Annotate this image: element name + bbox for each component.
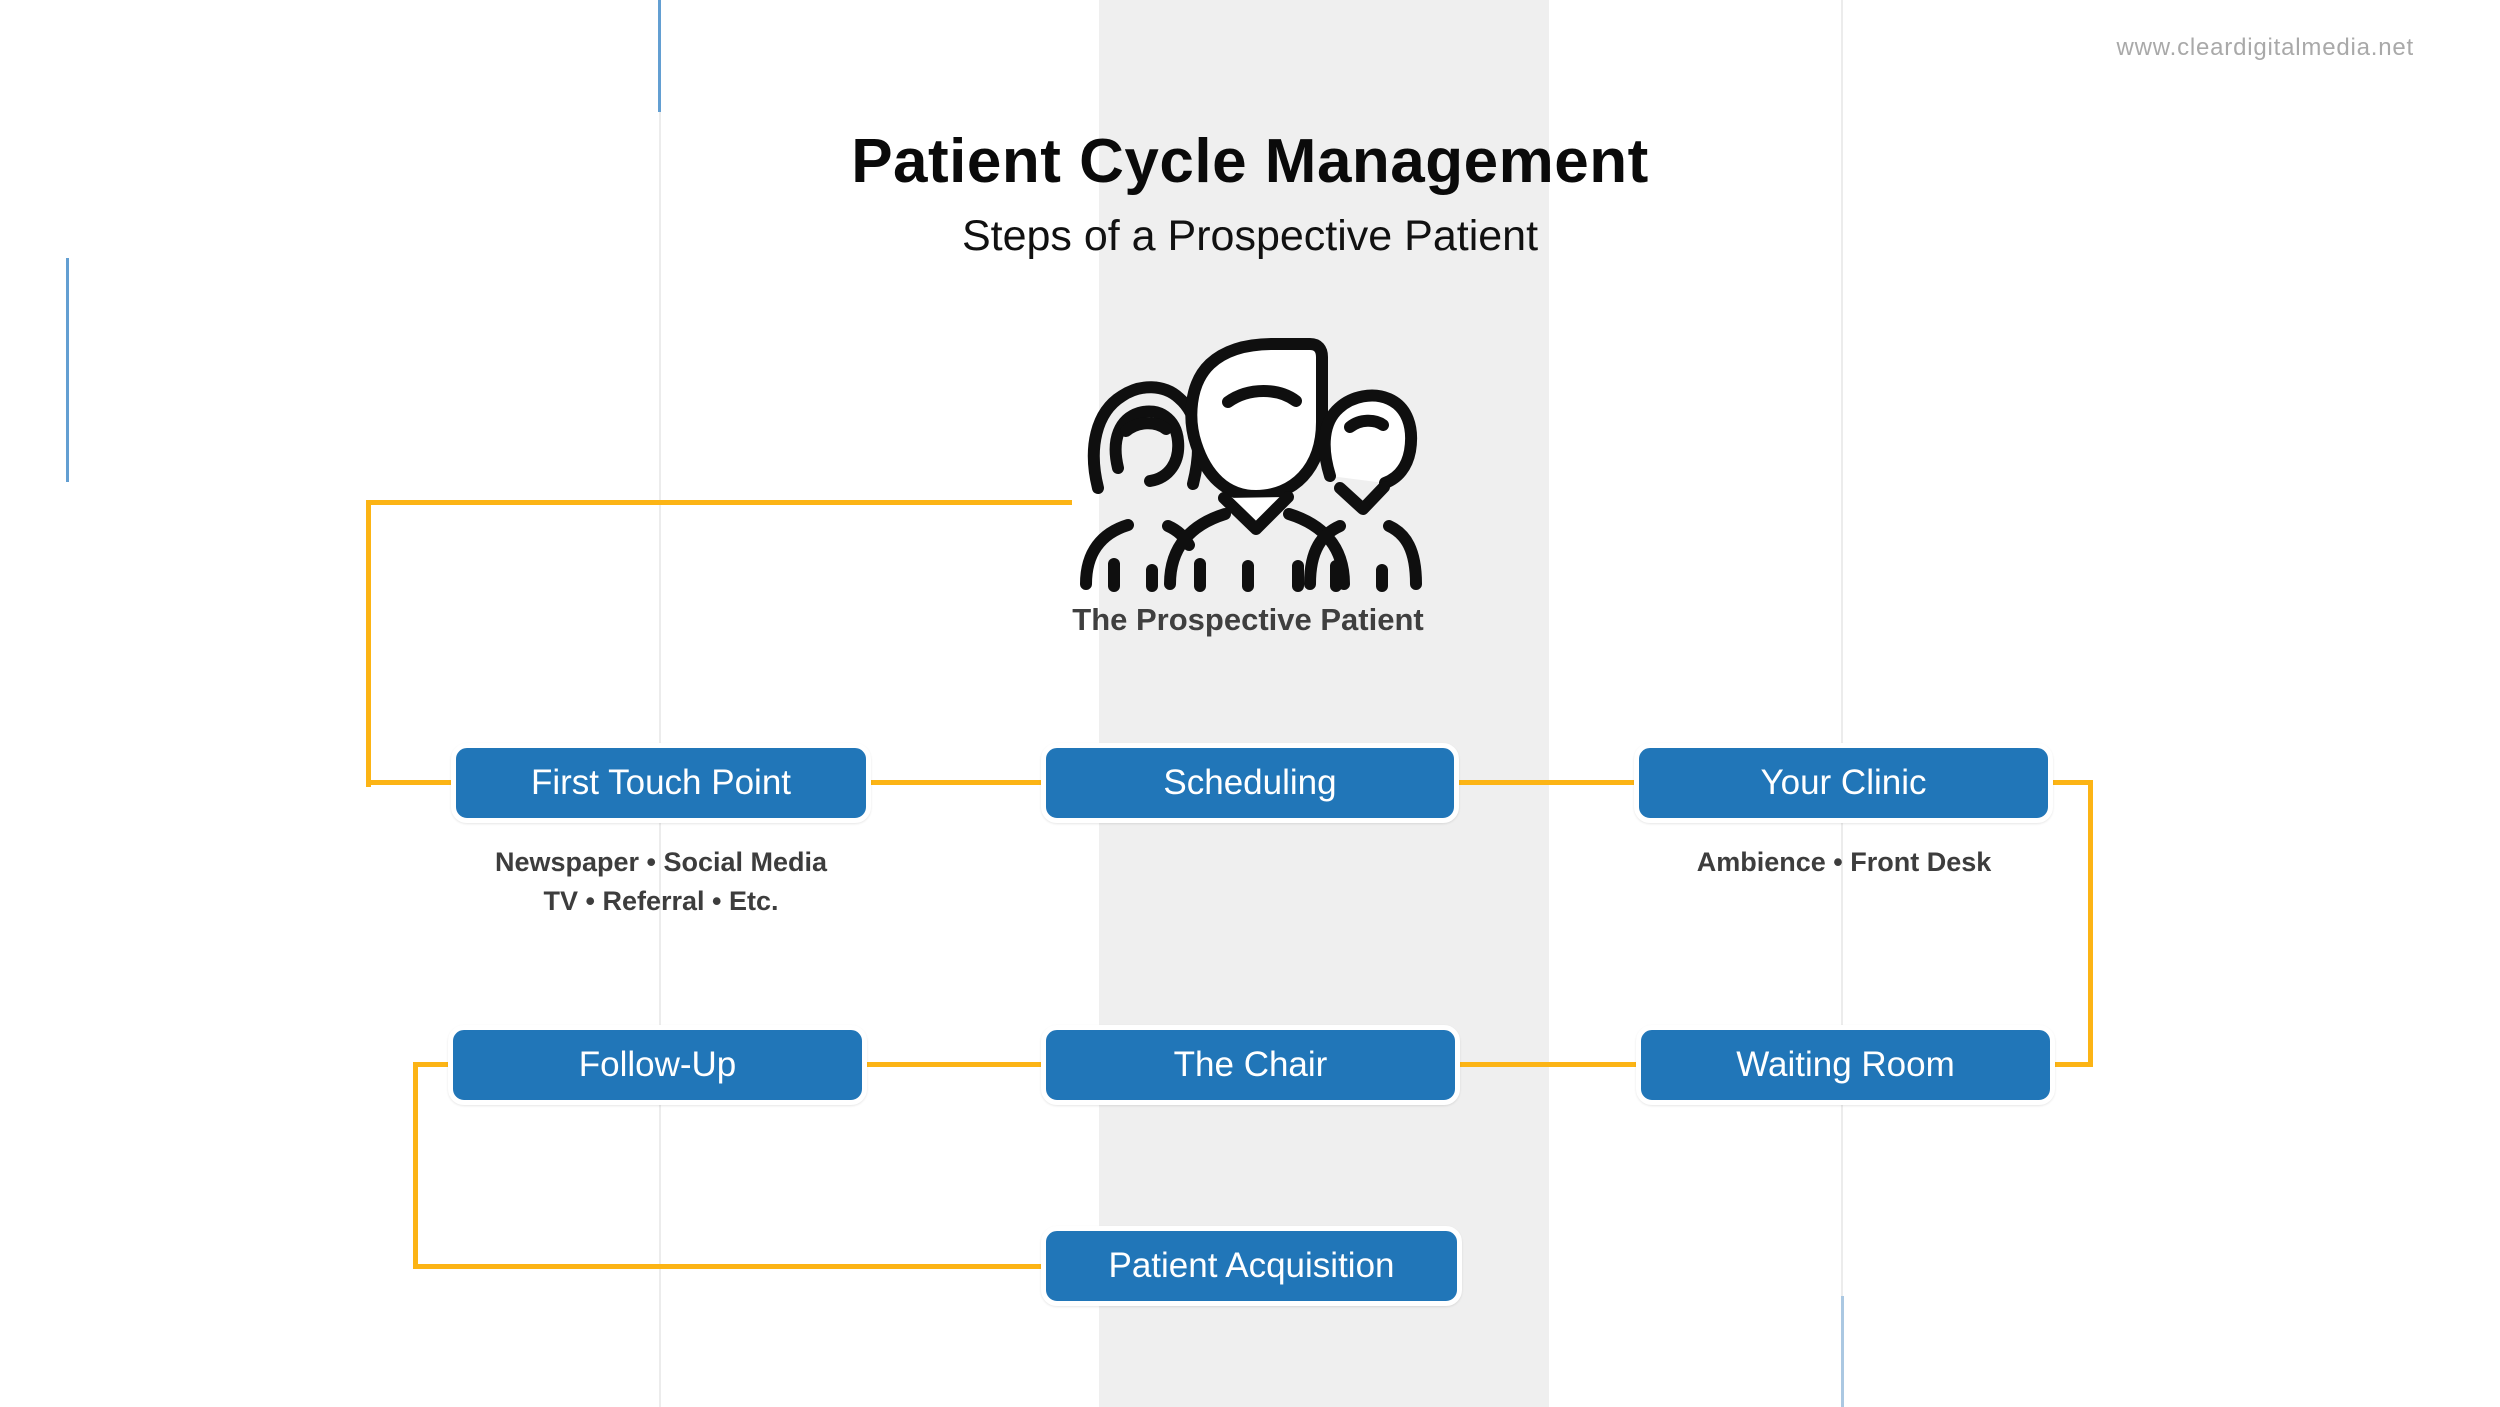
- connector-into-follow-up: [413, 1062, 448, 1067]
- node-label: The Chair: [1173, 1045, 1328, 1084]
- your-clinic-caption: Ambience • Front Desk: [1594, 843, 2094, 882]
- connector-follow-up-to-the-chair: [867, 1062, 1041, 1067]
- page-subtitle: Steps of a Prospective Patient: [961, 212, 1539, 260]
- connector-the-chair-to-waiting-room: [1460, 1062, 1636, 1067]
- background-band: [1099, 0, 1549, 1407]
- node-patient-acquisition: Patient Acquisition: [1041, 1226, 1462, 1306]
- guide-line-left-blue: [66, 258, 69, 482]
- node-scheduling: Scheduling: [1041, 743, 1459, 823]
- connector-scheduling-to-your-clinic: [1458, 780, 1634, 785]
- connector-left-vertical: [366, 500, 371, 787]
- persona-caption: The Prospective Patient: [1072, 602, 1424, 637]
- caption-line: Newspaper • Social Media: [494, 847, 828, 877]
- node-label: Scheduling: [1163, 763, 1337, 802]
- three-people-icon: [1076, 326, 1422, 594]
- node-label: First Touch Point: [530, 763, 792, 802]
- guide-line-center-right: [1841, 0, 1843, 1296]
- caption-line: Ambience • Front Desk: [1696, 847, 1992, 877]
- first-touch-point-caption: Newspaper • Social Media TV • Referral •…: [411, 843, 911, 921]
- node-first-touch-point: First Touch Point: [451, 743, 871, 823]
- node-label: Patient Acquisition: [1108, 1246, 1395, 1285]
- connector-icon-to-left-elbow: [366, 500, 1072, 505]
- connector-into-patient-acquisition: [413, 1264, 1041, 1269]
- node-label: Follow-Up: [578, 1045, 737, 1084]
- node-label: Your Clinic: [1760, 763, 1927, 802]
- node-the-chair: The Chair: [1041, 1025, 1460, 1105]
- connector-bottom-left-vertical: [413, 1062, 418, 1269]
- node-your-clinic: Your Clinic: [1634, 743, 2053, 823]
- node-waiting-room: Waiting Room: [1636, 1025, 2055, 1105]
- website-url: www.cleardigitalmedia.net: [2116, 34, 2414, 61]
- node-label: Waiting Room: [1736, 1045, 1955, 1084]
- page-title: Patient Cycle Management: [851, 127, 1649, 196]
- connector-into-waiting-room: [2055, 1062, 2093, 1067]
- connector-right-vertical: [2088, 780, 2093, 1067]
- caption-line: TV • Referral • Etc.: [543, 886, 779, 916]
- node-follow-up: Follow-Up: [448, 1025, 867, 1105]
- guide-line-bottom-blue: [1841, 1296, 1844, 1407]
- connector-your-clinic-to-right-elbow: [2052, 780, 2093, 785]
- connector-first-touch-to-scheduling: [871, 780, 1041, 785]
- connector-into-first-touch-point: [366, 780, 451, 785]
- guide-line-top-blue: [658, 0, 661, 112]
